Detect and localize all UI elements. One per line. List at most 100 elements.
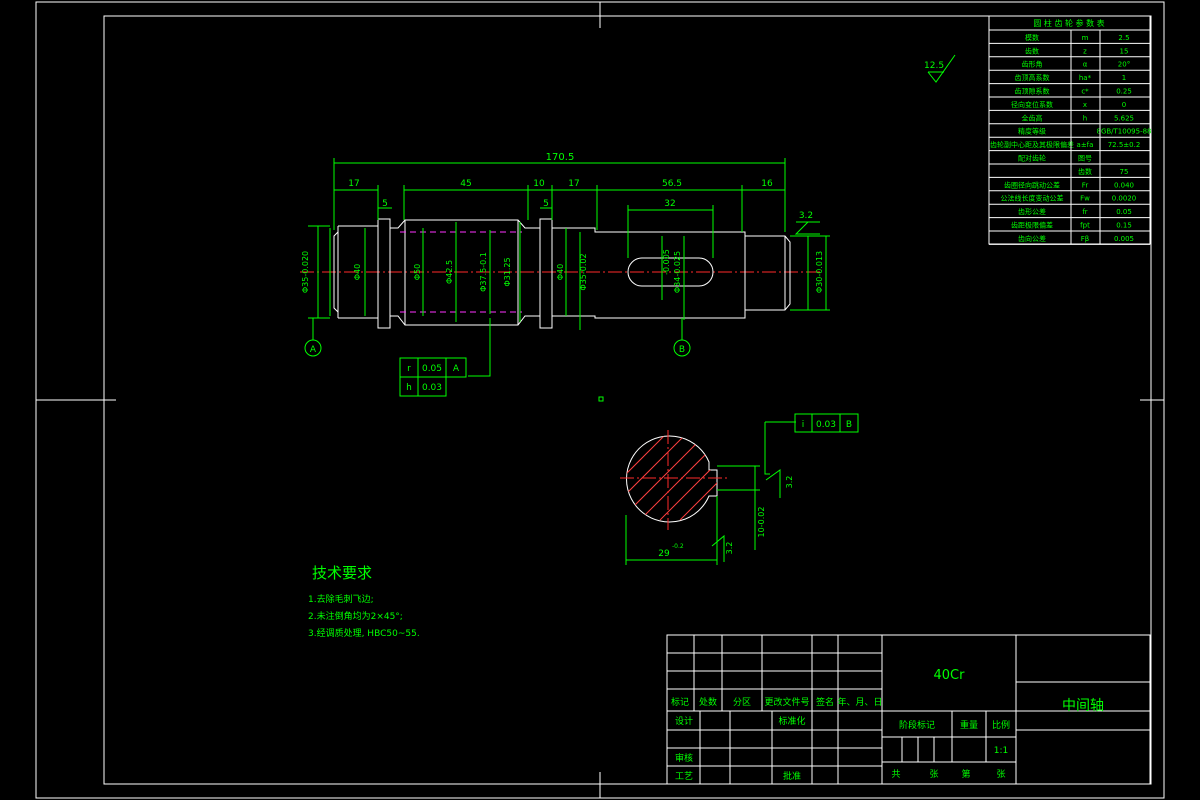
center-point — [598, 396, 604, 402]
dim-56-5: 56.5 — [662, 179, 682, 189]
tech-title: 技术要求 — [312, 564, 372, 582]
svg-text:0.05: 0.05 — [422, 364, 442, 374]
param-sym-3: ha* — [1079, 74, 1092, 82]
outer-frame — [35, 1, 1165, 799]
param-val-11: 0.040 — [1114, 181, 1134, 189]
param-name-5: 径向变位系数 — [1011, 100, 1053, 109]
svg-text:第: 第 — [961, 768, 970, 780]
dim-key-tol: -0.005 — [662, 249, 671, 275]
param-val-15: 0.005 — [1114, 235, 1134, 243]
tech-requirements: 技术要求 1.去除毛刺飞边; 2.未注倒角均为2×45°; 3.经调质处理, H… — [308, 564, 420, 639]
tech-line-1: 1.去除毛刺飞边; — [308, 593, 374, 605]
dim-section-w: 10-0.02 — [757, 507, 766, 538]
param-sym-15: Fβ — [1081, 235, 1090, 243]
param-name-8: 齿轮副中心距及其极限偏差 — [990, 140, 1074, 149]
svg-text:分区: 分区 — [733, 697, 751, 708]
part-name: 中间轴 — [1062, 698, 1104, 714]
param-sym-5: x — [1083, 101, 1087, 109]
dim-section-h: 29 — [658, 549, 670, 559]
param-name-7: 精度等级 — [1018, 127, 1046, 136]
svg-text:张: 张 — [929, 769, 938, 780]
title-block: 40Cr 中间轴 标记 处数 分区 更改文件号 签名 年、月、日 设计 标准化 … — [666, 634, 1151, 785]
param-val-13: 0.05 — [1116, 208, 1132, 216]
inner-frame — [103, 15, 1152, 785]
roughness-symbol-top: 12.5 — [924, 54, 956, 83]
dim-5b: 5 — [543, 199, 549, 209]
svg-text:年、月、日: 年、月、日 — [837, 696, 882, 708]
param-name-3: 齿顶高系数 — [1015, 73, 1050, 82]
shaft-outline — [333, 218, 791, 329]
dim-d31-25: Φ31.25 — [503, 257, 512, 286]
param-sym-11: Fr — [1082, 181, 1089, 189]
tolerance-frame-2: i 0.03 B — [794, 413, 859, 433]
param-name-15: 齿向公差 — [1018, 234, 1046, 243]
param-name-13: 齿形公差 — [1018, 207, 1046, 216]
svg-text:0.03: 0.03 — [422, 383, 442, 393]
roughness-right: 3.2 — [799, 211, 813, 221]
svg-text:A: A — [310, 345, 317, 355]
dim-d40a: Φ40 — [353, 264, 362, 280]
param-val-1: 15 — [1120, 47, 1129, 55]
dim-5a: 5 — [382, 199, 388, 209]
param-val-7: 8GB/T10095-88 — [1096, 128, 1151, 136]
dim-d42-5: Φ42.5 — [445, 260, 454, 284]
svg-text:A: A — [453, 364, 460, 374]
dim-17b: 17 — [568, 179, 579, 189]
param-val-3: 1 — [1122, 74, 1126, 82]
svg-text:比例: 比例 — [992, 719, 1010, 731]
dim-16: 16 — [761, 179, 773, 189]
svg-text:张: 张 — [996, 769, 1005, 780]
param-val-4: 0.25 — [1116, 88, 1132, 96]
roughness-section: 3.2 — [785, 476, 794, 489]
param-sym-9: 图号 — [1078, 155, 1092, 163]
svg-text:共: 共 — [891, 769, 900, 780]
dim-17a: 17 — [348, 179, 359, 189]
dimension-texts: 170.5 17 45 10 17 56.5 16 5 5 32 3.2 Φ35… — [301, 152, 824, 293]
param-val-10: 75 — [1120, 168, 1129, 176]
dimension-lines — [308, 158, 830, 377]
svg-text:r: r — [407, 364, 411, 374]
dim-d37-5: Φ37.5-0.1 — [479, 252, 488, 292]
param-sym-13: fr — [1082, 208, 1087, 216]
svg-text:B: B — [846, 420, 852, 430]
roughness-section-2: 3.2 — [725, 542, 734, 555]
param-val-6: 5.625 — [1114, 114, 1134, 122]
dim-d-left: Φ35-0.020 — [301, 251, 310, 293]
param-val-5: 0 — [1122, 101, 1126, 109]
param-sym-10: 齿数 — [1078, 167, 1092, 176]
svg-text:h: h — [406, 383, 412, 393]
param-sym-4: c* — [1081, 88, 1089, 96]
svg-text:标记: 标记 — [671, 696, 689, 708]
param-sym-12: Fw — [1080, 195, 1090, 203]
param-name-2: 齿形角 — [1022, 60, 1043, 69]
svg-text:标准化: 标准化 — [778, 715, 805, 727]
tech-line-3: 3.经调质处理, HBC50~55. — [308, 627, 420, 639]
param-val-0: 2.5 — [1118, 34, 1129, 42]
svg-text:更改文件号: 更改文件号 — [764, 696, 809, 708]
param-name-0: 模数 — [1025, 33, 1039, 42]
svg-text:批准: 批准 — [783, 770, 801, 782]
param-sym-0: m — [1082, 34, 1089, 42]
svg-text:阶段标记: 阶段标记 — [899, 719, 935, 731]
param-sym-1: z — [1083, 47, 1087, 55]
dim-d-right: Φ30-0.013 — [815, 251, 824, 293]
dim-d35: Φ35-0.02 — [579, 253, 588, 290]
tolerance-frame-1: r 0.05 A h 0.03 — [399, 357, 467, 397]
param-name-14: 齿距极限偏差 — [1011, 221, 1053, 230]
dim-45: 45 — [460, 179, 471, 189]
param-name-4: 齿顶隙系数 — [1015, 87, 1050, 96]
param-val-12: 0.0020 — [1112, 195, 1137, 203]
svg-text:签名: 签名 — [816, 696, 834, 708]
svg-text:i: i — [802, 420, 805, 430]
svg-text:处数: 处数 — [699, 696, 717, 708]
material-text: 40Cr — [934, 668, 966, 683]
dim-10: 10 — [533, 179, 545, 189]
datum-a: A — [304, 339, 322, 357]
dim-section-h-tol: -0.2 — [672, 543, 684, 550]
param-table-title: 圆 柱 齿 轮 参 数 表 — [1033, 18, 1104, 28]
param-sym-6: h — [1083, 114, 1087, 122]
param-sym-14: fpt — [1080, 222, 1090, 230]
svg-text:B: B — [679, 345, 685, 355]
